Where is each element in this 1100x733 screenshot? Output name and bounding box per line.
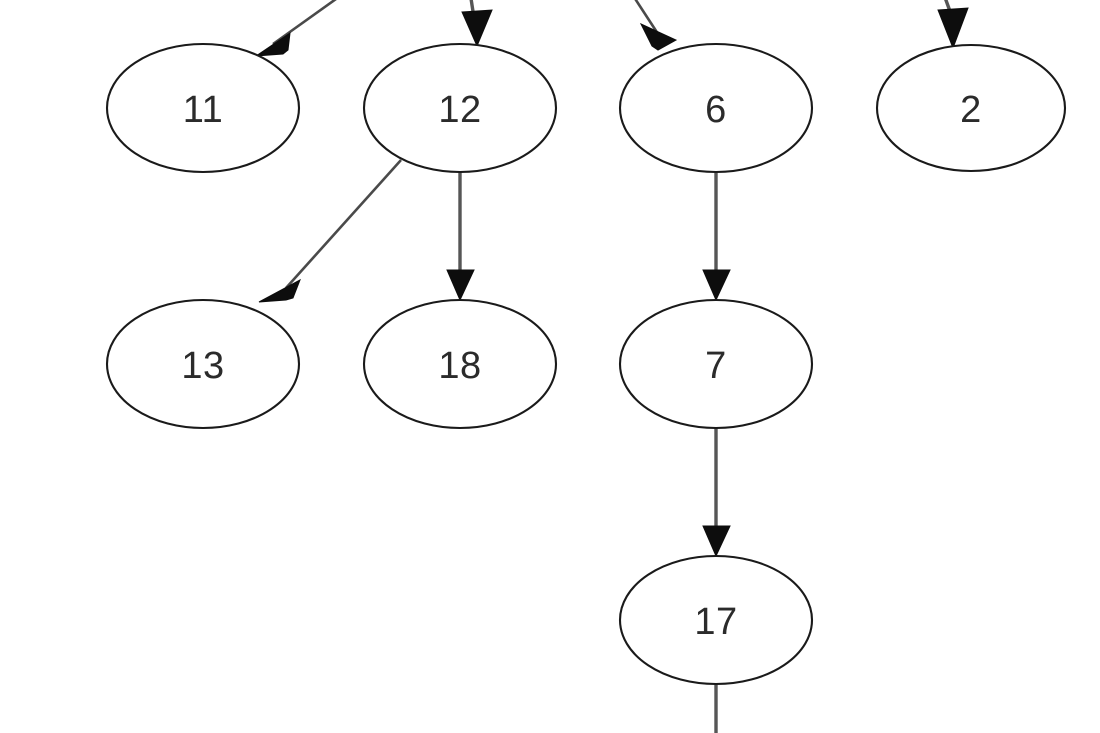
nodes-layer: 11 12 6 2 13 18	[105, 42, 1067, 686]
edge-node-7-to-node-17	[702, 428, 731, 558]
arrowhead-icon	[702, 525, 731, 558]
edge-node-12-to-node-13	[258, 159, 402, 303]
edge-incoming-node-11	[254, 0, 337, 57]
node-label: 11	[183, 89, 223, 131]
node-13[interactable]: 13	[105, 298, 301, 430]
node-shape[interactable]	[362, 298, 558, 430]
node-12[interactable]: 12	[362, 42, 558, 174]
edge-line	[272, 0, 337, 46]
node-label: 17	[694, 601, 737, 643]
arrowhead-icon	[254, 31, 291, 57]
node-shape[interactable]	[105, 42, 301, 174]
node-label: 2	[960, 89, 982, 131]
node-7[interactable]: 7	[618, 298, 814, 430]
node-shape[interactable]	[618, 554, 814, 686]
node-11[interactable]: 11	[105, 42, 301, 174]
arrowhead-icon	[937, 7, 969, 50]
edge-node-12-to-node-18	[446, 170, 475, 302]
node-label: 18	[438, 345, 481, 387]
node-label: 6	[705, 89, 727, 131]
node-label: 13	[181, 345, 224, 387]
node-shape[interactable]	[618, 42, 814, 174]
edge-incoming-node-12	[461, 0, 493, 48]
arrowhead-icon	[461, 9, 493, 48]
node-label: 7	[705, 345, 727, 387]
node-label: 12	[438, 89, 481, 131]
edge-line	[285, 159, 402, 289]
node-18[interactable]: 18	[362, 298, 558, 430]
arrowhead-icon	[258, 278, 301, 303]
edge-node-6-to-node-7	[702, 170, 731, 302]
node-6[interactable]: 6	[618, 42, 814, 174]
node-shape[interactable]	[362, 42, 558, 174]
edge-incoming-node-2	[937, 0, 969, 50]
node-2[interactable]: 2	[875, 43, 1067, 173]
node-shape[interactable]	[618, 298, 814, 430]
arrowhead-icon	[702, 269, 731, 302]
node-17[interactable]: 17	[618, 554, 814, 686]
node-shape[interactable]	[105, 298, 301, 430]
edge-incoming-node-6	[634, 0, 678, 51]
arrowhead-icon	[639, 22, 678, 51]
arrowhead-icon	[446, 269, 475, 302]
edges-layer	[254, 0, 969, 733]
node-shape[interactable]	[875, 43, 1067, 173]
